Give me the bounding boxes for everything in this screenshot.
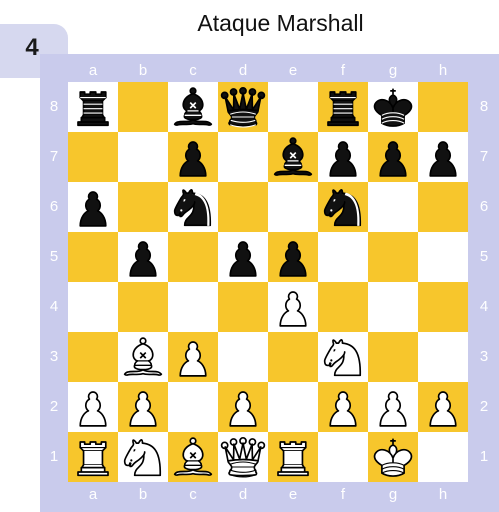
white-rook-icon bbox=[268, 432, 318, 482]
file-label-h: h bbox=[418, 63, 468, 78]
white-bishop-icon bbox=[168, 432, 218, 482]
white-pawn-icon bbox=[218, 382, 268, 432]
white-rook-icon bbox=[68, 432, 118, 482]
white-pawn-icon bbox=[68, 382, 118, 432]
white-bishop-icon bbox=[118, 332, 168, 382]
diagram-title: Ataque Marshall bbox=[0, 10, 499, 37]
white-knight-icon bbox=[118, 432, 168, 482]
file-label-b: b bbox=[118, 63, 168, 78]
rank-label-8: 8 bbox=[474, 99, 494, 114]
rank-label-4: 4 bbox=[44, 299, 64, 314]
rank-label-1: 1 bbox=[44, 449, 64, 464]
square-h8 bbox=[418, 82, 468, 132]
square-e6 bbox=[268, 182, 318, 232]
square-d4 bbox=[218, 282, 268, 332]
square-a7 bbox=[68, 132, 118, 182]
square-g6 bbox=[368, 182, 418, 232]
square-c4 bbox=[168, 282, 218, 332]
square-g4 bbox=[368, 282, 418, 332]
square-d6 bbox=[218, 182, 268, 232]
square-a4 bbox=[68, 282, 118, 332]
square-a5 bbox=[68, 232, 118, 282]
square-b4 bbox=[118, 282, 168, 332]
rank-label-2: 2 bbox=[44, 399, 64, 414]
file-label-c: c bbox=[168, 63, 218, 78]
black-pawn-icon bbox=[68, 182, 118, 232]
rank-label-8: 8 bbox=[44, 99, 64, 114]
square-h5 bbox=[418, 232, 468, 282]
black-bishop-icon bbox=[268, 132, 318, 182]
rank-label-4: 4 bbox=[474, 299, 494, 314]
rank-label-5: 5 bbox=[474, 249, 494, 264]
black-bishop-icon bbox=[168, 82, 218, 132]
rank-label-2: 2 bbox=[474, 399, 494, 414]
black-pawn-icon bbox=[218, 232, 268, 282]
square-f1 bbox=[318, 432, 368, 482]
rank-label-6: 6 bbox=[474, 199, 494, 214]
file-label-a: a bbox=[68, 487, 118, 502]
white-pawn-icon bbox=[168, 332, 218, 382]
black-rook-icon bbox=[318, 82, 368, 132]
file-label-f: f bbox=[318, 487, 368, 502]
file-label-b: b bbox=[118, 487, 168, 502]
square-g5 bbox=[368, 232, 418, 282]
square-h4 bbox=[418, 282, 468, 332]
file-label-d: d bbox=[218, 487, 268, 502]
rank-label-6: 6 bbox=[44, 199, 64, 214]
file-label-a: a bbox=[68, 63, 118, 78]
white-pawn-icon bbox=[368, 382, 418, 432]
white-queen-icon bbox=[218, 432, 268, 482]
white-pawn-icon bbox=[318, 382, 368, 432]
chess-board bbox=[68, 82, 468, 482]
rank-label-5: 5 bbox=[44, 249, 64, 264]
square-d3 bbox=[218, 332, 268, 382]
square-c2 bbox=[168, 382, 218, 432]
file-label-g: g bbox=[368, 487, 418, 502]
square-e3 bbox=[268, 332, 318, 382]
black-pawn-icon bbox=[268, 232, 318, 282]
square-h6 bbox=[418, 182, 468, 232]
rank-label-7: 7 bbox=[44, 149, 64, 164]
rank-label-7: 7 bbox=[474, 149, 494, 164]
file-label-d: d bbox=[218, 63, 268, 78]
file-label-e: e bbox=[268, 63, 318, 78]
file-label-g: g bbox=[368, 63, 418, 78]
square-f5 bbox=[318, 232, 368, 282]
black-rook-icon bbox=[68, 82, 118, 132]
file-label-h: h bbox=[418, 487, 468, 502]
rank-label-3: 3 bbox=[474, 349, 494, 364]
black-king-icon bbox=[368, 82, 418, 132]
square-d7 bbox=[218, 132, 268, 182]
black-pawn-icon bbox=[118, 232, 168, 282]
square-b7 bbox=[118, 132, 168, 182]
black-knight-icon bbox=[168, 182, 218, 232]
square-b8 bbox=[118, 82, 168, 132]
black-queen-icon bbox=[218, 82, 268, 132]
square-a3 bbox=[68, 332, 118, 382]
square-e8 bbox=[268, 82, 318, 132]
black-pawn-icon bbox=[168, 132, 218, 182]
black-pawn-icon bbox=[318, 132, 368, 182]
square-g3 bbox=[368, 332, 418, 382]
black-knight-icon bbox=[318, 182, 368, 232]
square-c5 bbox=[168, 232, 218, 282]
square-h1 bbox=[418, 432, 468, 482]
square-h3 bbox=[418, 332, 468, 382]
rank-label-1: 1 bbox=[474, 449, 494, 464]
rank-label-3: 3 bbox=[44, 349, 64, 364]
white-pawn-icon bbox=[268, 282, 318, 332]
white-knight-icon bbox=[318, 332, 368, 382]
square-e2 bbox=[268, 382, 318, 432]
file-label-f: f bbox=[318, 63, 368, 78]
file-label-c: c bbox=[168, 487, 218, 502]
black-pawn-icon bbox=[418, 132, 468, 182]
white-pawn-icon bbox=[418, 382, 468, 432]
white-king-icon bbox=[368, 432, 418, 482]
square-b6 bbox=[118, 182, 168, 232]
file-label-e: e bbox=[268, 487, 318, 502]
black-pawn-icon bbox=[368, 132, 418, 182]
white-pawn-icon bbox=[118, 382, 168, 432]
square-f4 bbox=[318, 282, 368, 332]
